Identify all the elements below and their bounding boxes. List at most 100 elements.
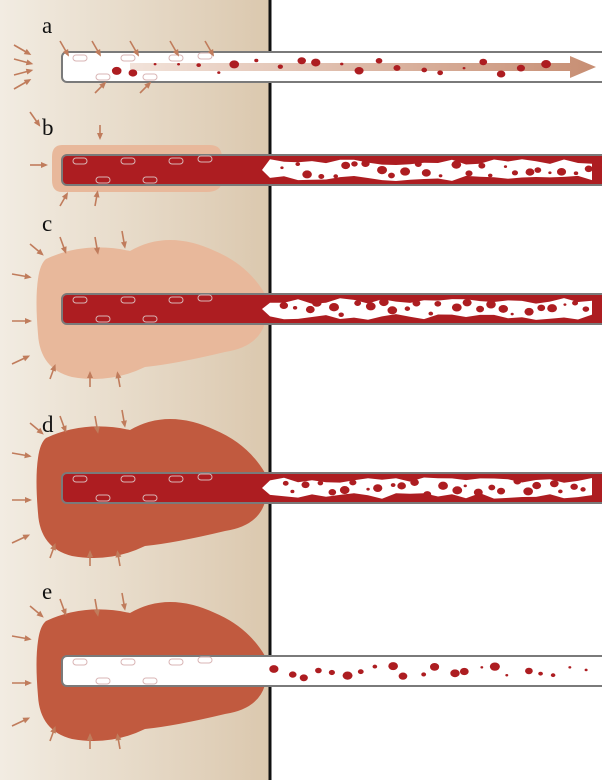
panel-label-e: e [42,580,52,603]
blood-droplet-icon [217,71,220,74]
blood-droplet-icon [295,162,300,166]
blood-droplet-icon [490,662,500,670]
blood-droplet-icon [391,483,396,487]
blood-droplet-icon [129,69,138,76]
blood-droplet-icon [548,171,551,174]
blood-droplet-icon [196,63,201,67]
blood-droplet-icon [452,486,462,494]
blood-droplet-icon [474,489,483,496]
blood-droplet-icon [497,488,505,495]
blood-droplet-icon [329,670,335,675]
panel-c [12,231,602,387]
blood-droplet-icon [289,671,297,677]
blood-droplet-icon [376,58,383,64]
blood-droplet-icon [388,662,398,670]
panel-label-b: b [42,116,54,139]
blood-droplet-icon [563,303,566,305]
blood-droplet-icon [329,303,339,311]
panel-d [12,410,602,566]
blood-droplet-icon [534,167,541,173]
blood-droplet-icon [293,306,297,310]
blood-droplet-icon [311,59,320,67]
blood-droplet-icon [306,306,315,313]
blood-droplet-icon [340,486,350,494]
blood-droplet-icon [513,478,521,485]
blood-droplet-icon [538,672,543,676]
blood-droplet-icon [297,57,305,64]
blood-droplet-icon [430,663,439,671]
blood-droplet-icon [464,485,467,488]
blood-droplet-icon [379,298,389,306]
blood-droplet-icon [547,304,557,312]
blood-droplet-icon [421,68,427,73]
blood-droplet-icon [526,168,535,175]
blood-droplet-icon [388,173,395,179]
blood-droplet-icon [315,668,322,674]
blood-droplet-icon [434,301,441,307]
blood-droplet-icon [532,482,541,489]
blood-droplet-icon [154,63,157,65]
blood-droplet-icon [366,488,369,491]
blood-droplet-icon [439,174,443,177]
blood-droplet-icon [318,174,324,179]
blood-droplet-icon [486,301,496,309]
blood-droplet-icon [479,59,487,66]
blood-droplet-icon [405,306,410,311]
blood-droplet-icon [488,485,495,491]
blood-droplet-icon [333,174,338,178]
blood-droplet-icon [438,482,448,490]
blood-droplet-icon [300,674,308,681]
blood-droplet-icon [452,303,462,311]
blood-droplet-icon [343,671,353,679]
blood-droplet-icon [302,170,312,178]
blood-droplet-icon [558,490,563,494]
blood-droplet-icon [254,59,258,62]
blood-droplet-icon [476,306,484,313]
blood-droplet-icon [366,302,376,310]
blood-droplet-icon [517,65,525,72]
blood-droplet-icon [177,63,180,65]
blood-droplet-icon [585,669,588,672]
blood-droplet-icon [301,481,309,488]
blood-droplet-icon [537,305,545,312]
blood-droplet-icon [499,305,508,313]
panel-e [12,593,602,749]
blood-droplet-icon [349,479,356,485]
blood-droplet-icon [465,170,472,176]
blood-droplet-icon [354,300,361,306]
blood-droplet-icon [551,673,556,677]
blood-droplet-icon [463,67,466,69]
panel-label-a: a [42,14,52,37]
blood-droplet-icon [280,166,283,169]
panel-label-c: c [42,212,52,235]
blood-droplet-icon [463,299,472,307]
blood-droplet-icon [504,165,507,168]
blood-droplet-icon [557,168,566,176]
blood-droplet-icon [290,490,294,493]
blood-droplet-icon [415,161,422,167]
blood-droplet-icon [450,669,459,677]
blood-droplet-icon [373,484,382,492]
blood-droplet-icon [480,666,483,668]
blood-droplet-icon [460,668,469,675]
blood-droplet-icon [512,170,518,175]
blood-droplet-icon [112,67,122,75]
blood-droplet-icon [413,300,421,307]
blood-droplet-icon [377,166,387,174]
blood-droplet-icon [437,70,443,75]
blood-droplet-icon [525,668,533,674]
blood-droplet-icon [280,302,288,309]
blood-droplet-icon [397,482,406,489]
blood-droplet-icon [399,673,408,680]
blood-droplet-icon [585,165,593,172]
blood-droplet-icon [523,487,533,495]
blood-droplet-icon [351,161,357,166]
panel-label-d: d [42,413,54,436]
blood-droplet-icon [572,300,578,305]
blood-droplet-icon [341,162,350,169]
blood-droplet-icon [393,65,400,71]
blood-droplet-icon [451,161,461,169]
blood-droplet-icon [428,312,433,316]
blood-droplet-icon [511,313,514,316]
blood-droplet-icon [361,160,369,167]
